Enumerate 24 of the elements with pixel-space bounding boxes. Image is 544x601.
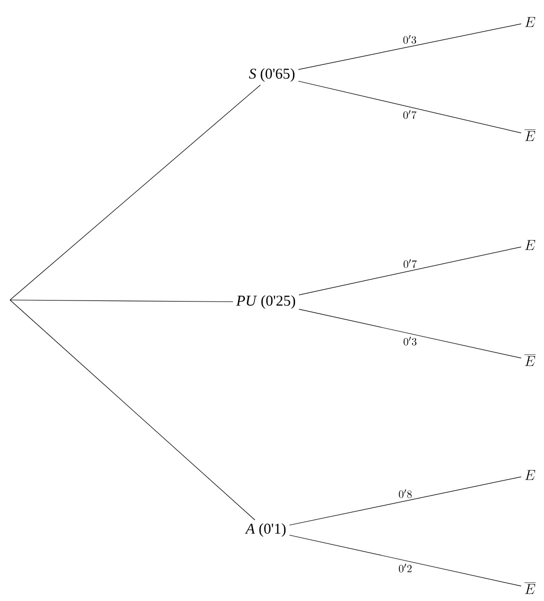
outcome-label: $E$ xyxy=(525,470,536,480)
outcome-label: $\overline{E}$ xyxy=(524,130,536,141)
edge-label: $0'7$ xyxy=(403,110,416,119)
edge-label: $0'2$ xyxy=(398,564,412,572)
outcome-label: $E$ xyxy=(525,17,536,27)
branch-label: A (0'1) xyxy=(244,523,286,537)
outcome-label: $E$ xyxy=(525,240,536,250)
edge-label: $0'7$ xyxy=(404,259,417,268)
outcome-label: $\overline{E}$ xyxy=(524,582,536,594)
branch-line xyxy=(10,84,261,300)
branch-line xyxy=(298,246,522,296)
branch-line xyxy=(298,308,522,358)
branch-line xyxy=(10,300,234,302)
branch-line xyxy=(289,534,522,586)
branch-line xyxy=(298,80,522,134)
branch-line xyxy=(298,24,522,70)
edge-label: $0'3$ xyxy=(403,35,416,44)
branch-label: S (0'65) xyxy=(249,68,294,82)
outcome-label: $\overline{E}$ xyxy=(524,354,536,366)
branch-label: PU (0'25) xyxy=(236,295,296,309)
branch-line xyxy=(10,300,256,520)
edge-label: $0'3$ xyxy=(404,336,416,346)
branch-line xyxy=(289,476,522,526)
edge-label: $0'8$ xyxy=(398,489,412,498)
